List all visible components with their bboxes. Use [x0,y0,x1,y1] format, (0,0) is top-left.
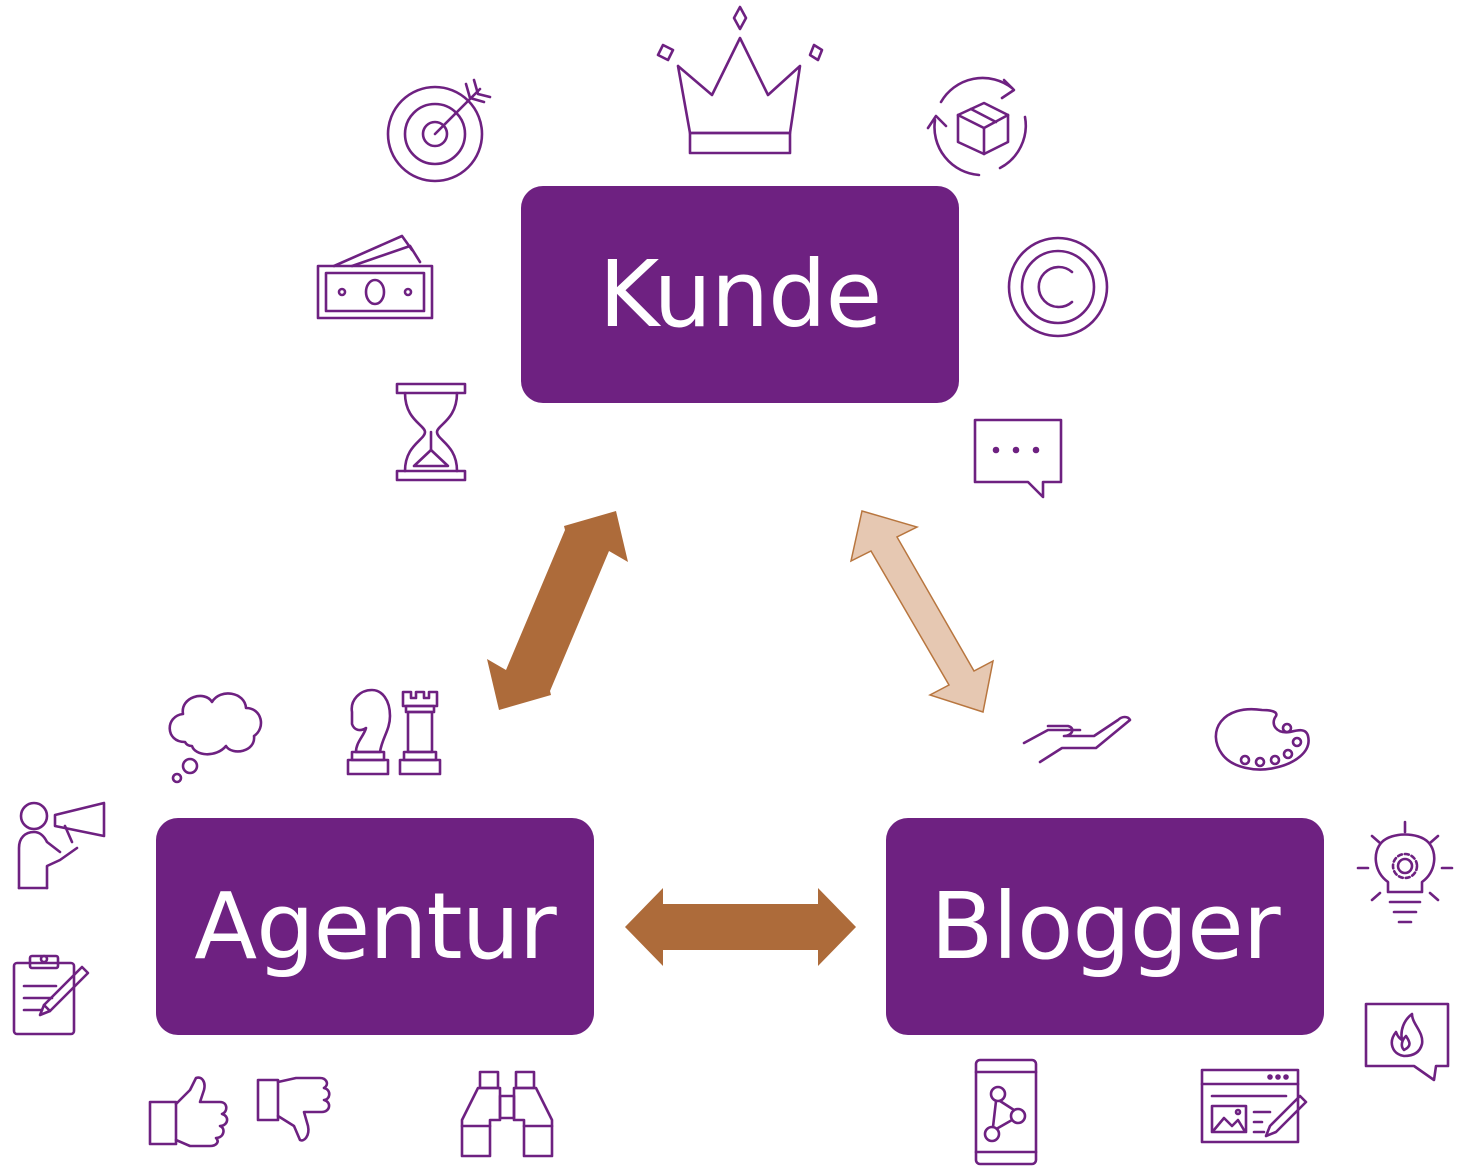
thought-cloud-icon [168,692,263,784]
flame-bubble-icon [1364,1002,1450,1082]
target-icon [386,78,492,183]
web-edit-icon [1200,1068,1308,1144]
lightbulb-gear-icon [1356,820,1454,924]
thumbs-down-icon [256,1076,331,1142]
hourglass-icon [395,382,467,482]
arrow-kunde-blogger [849,510,995,713]
node-agentur-label: Agentur [194,873,556,980]
chess-icon [346,688,442,776]
binoculars-icon [460,1070,554,1158]
chat-bubble-icon [973,418,1063,499]
clipboard-icon [12,954,90,1036]
megaphone-person-icon [17,801,106,890]
money-icon [316,234,434,320]
node-kunde: Kunde [521,186,959,403]
crown-icon [656,5,824,155]
arrow-agentur-kunde [487,511,628,710]
node-kunde-label: Kunde [598,241,882,348]
mobile-network-icon [974,1058,1038,1166]
arrow-agentur-blogger [625,888,856,966]
giving-hand-icon [1022,715,1132,764]
copyright-icon [1007,236,1109,338]
box-cycle-icon [926,76,1027,177]
thumbs-up-icon [148,1076,229,1148]
node-agentur: Agentur [156,818,594,1035]
node-blogger-label: Blogger [930,873,1280,980]
node-blogger: Blogger [886,818,1324,1035]
palette-icon [1214,707,1310,771]
